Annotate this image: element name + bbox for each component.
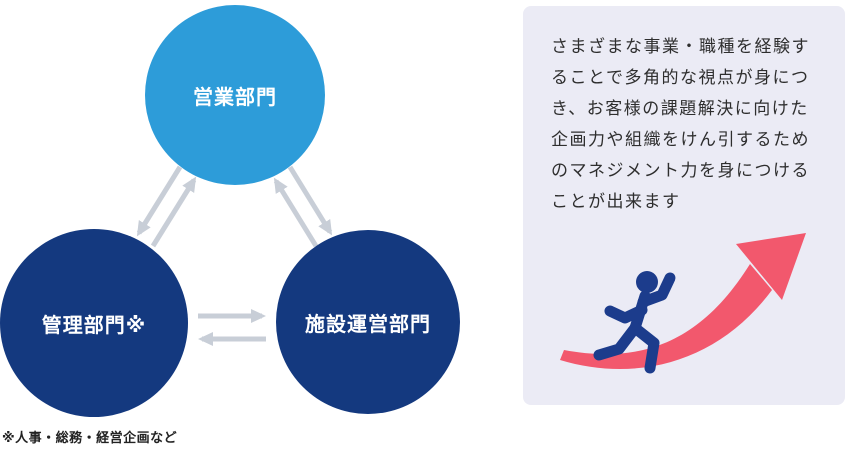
running-person-icon xyxy=(593,271,676,374)
node-facility-label: 施設運営部門 xyxy=(305,311,431,336)
node-facility-department: 施設運営部門 xyxy=(276,230,460,414)
node-admin-department: 管理部門※ xyxy=(0,229,188,417)
footnote: ※人事・総務・経営企画など xyxy=(2,431,178,446)
exchange-arrows xyxy=(136,165,333,346)
growth-illustration xyxy=(560,233,806,374)
info-card: さまざまな事業・職種を経験することで多角的な視点が身につき、お客様の課題解決に向… xyxy=(523,6,845,405)
info-card-text: さまざまな事業・職種を経験することで多角的な視点が身につき、お客様の課題解決に向… xyxy=(551,37,810,212)
growth-arrow-icon xyxy=(560,233,806,370)
node-admin-label: 管理部門※ xyxy=(41,312,147,337)
arrow-left-to-top-icon xyxy=(150,176,197,248)
arrow-top-to-right-icon xyxy=(287,165,333,236)
arrow-top-to-left-icon xyxy=(136,165,183,237)
arrow-right-to-top-icon xyxy=(273,177,319,248)
node-sales-department: 営業部門 xyxy=(145,5,325,185)
node-sales-label: 営業部門 xyxy=(193,84,277,109)
